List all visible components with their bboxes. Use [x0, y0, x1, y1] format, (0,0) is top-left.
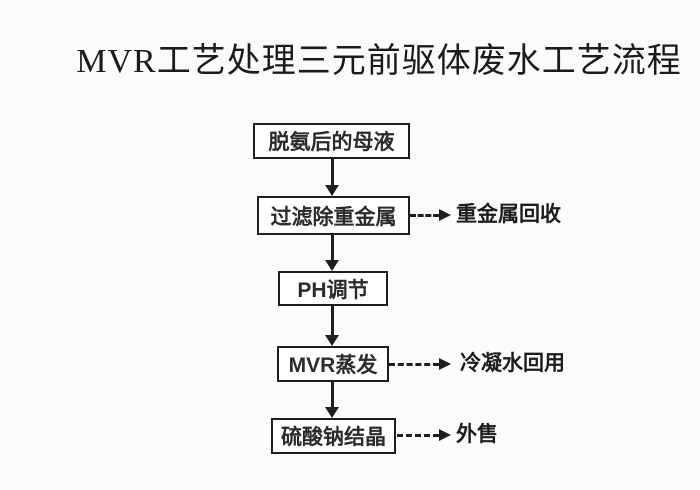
flow-node-label: MVR蒸发: [288, 354, 378, 377]
arrow-line: [389, 362, 439, 366]
arrowhead-icon: [325, 407, 339, 418]
arrow-line: [410, 213, 439, 217]
diagram-title: MVR工艺处理三元前驱体废水工艺流程: [76, 43, 682, 80]
arrow-line: [330, 235, 334, 260]
flow-node-sodium-sulfate-crystallization: 硫酸钠结晶: [271, 418, 396, 454]
dashed-right-arrow-icon: [397, 429, 451, 441]
flow-node-mvr-evaporation: MVR蒸发: [277, 346, 389, 382]
flow-node-ph-adjust: PH调节: [278, 271, 388, 306]
arrowhead-icon: [325, 260, 339, 271]
down-arrow-icon: [325, 158, 339, 196]
flow-node-label: 硫酸钠结晶: [281, 426, 386, 449]
flow-node-label: 过滤除重金属: [270, 205, 397, 229]
arrowhead-icon: [325, 185, 339, 196]
branch-label-heavy-metal-recovery: 重金属回收: [456, 203, 561, 226]
arrow-line: [330, 158, 334, 185]
dashed-right-arrow-icon: [389, 358, 451, 370]
arrowhead-icon: [439, 358, 451, 370]
flow-node-label: 脱氨后的母液: [268, 131, 395, 154]
down-arrow-icon: [325, 235, 339, 271]
flow-node-label: PH调节: [297, 278, 369, 302]
arrowhead-icon: [439, 209, 451, 221]
down-arrow-icon: [325, 306, 339, 346]
dashed-right-arrow-icon: [410, 209, 451, 221]
branch-label-condensate-reuse: 冷凝水回用: [460, 352, 565, 375]
arrowhead-icon: [325, 335, 339, 346]
flow-node-filter-heavy-metal: 过滤除重金属: [257, 196, 410, 235]
arrow-line: [330, 306, 334, 335]
down-arrow-icon: [325, 382, 339, 418]
branch-label-external-sale: 外售: [456, 423, 498, 446]
arrow-line: [330, 382, 334, 407]
arrow-line: [397, 433, 439, 437]
arrowhead-icon: [439, 429, 451, 441]
flow-node-mother-liquor: 脱氨后的母液: [253, 123, 410, 159]
